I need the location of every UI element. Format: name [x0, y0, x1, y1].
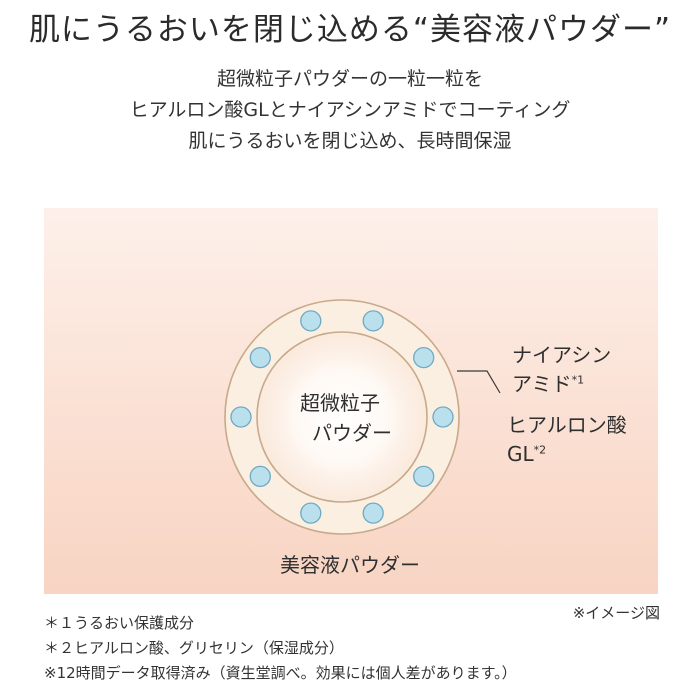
- hyaluronic-label-line-1: ヒアルロン酸: [507, 413, 627, 437]
- niacinamide-label-text: アミド: [512, 372, 572, 396]
- coating-particles: [230, 310, 454, 524]
- footnote-3: ※12時間データ取得済み（資生堂調べ。効果には個人差があります。）: [44, 664, 517, 682]
- image-note: ※イメージ図: [572, 604, 660, 622]
- diagram-caption: 美容液パウダー: [280, 553, 420, 577]
- niacinamide-footnote-mark: *1: [571, 373, 585, 387]
- subtitle-line-3: 肌にうるおいを閉じ込め、長時間保湿: [188, 130, 512, 152]
- footnote-1: ＊１うるおい保護成分: [44, 614, 195, 632]
- coating-particle: [413, 346, 435, 369]
- coating-particle: [249, 465, 271, 488]
- core-label-line-2: パウダー: [312, 421, 392, 445]
- coating-particle: [230, 406, 252, 428]
- niacinamide-leader-line: [457, 370, 501, 394]
- coating-particle: [432, 406, 454, 428]
- footnote-2: ＊２ヒアルロン酸、グリセリン（保湿成分）: [44, 639, 344, 657]
- coating-particle: [300, 502, 322, 524]
- coating-particle: [362, 310, 384, 332]
- niacinamide-label-line-1: ナイアシン: [512, 343, 612, 367]
- hyaluronic-footnote-mark: *2: [533, 443, 547, 457]
- coating-particle: [300, 310, 322, 332]
- niacinamide-label-line-2: アミド*1: [512, 371, 584, 397]
- page-title: 肌にうるおいを閉じ込める“美容液パウダー”: [28, 12, 672, 48]
- subtitle-line-1: 超微粒子パウダーの一粒一粒を: [216, 68, 483, 90]
- hyaluronic-label-line-2: GL*2: [507, 441, 546, 467]
- hyaluronic-label-text: GL: [507, 442, 534, 466]
- coating-particle: [413, 465, 435, 488]
- coating-particle: [249, 346, 271, 369]
- powder-core: [256, 331, 428, 503]
- subtitle-line-2: ヒアルロン酸GLとナイアシンアミドでコーティング: [129, 99, 571, 121]
- coating-particle: [362, 502, 384, 524]
- core-label-line-1: 超微粒子: [300, 391, 380, 415]
